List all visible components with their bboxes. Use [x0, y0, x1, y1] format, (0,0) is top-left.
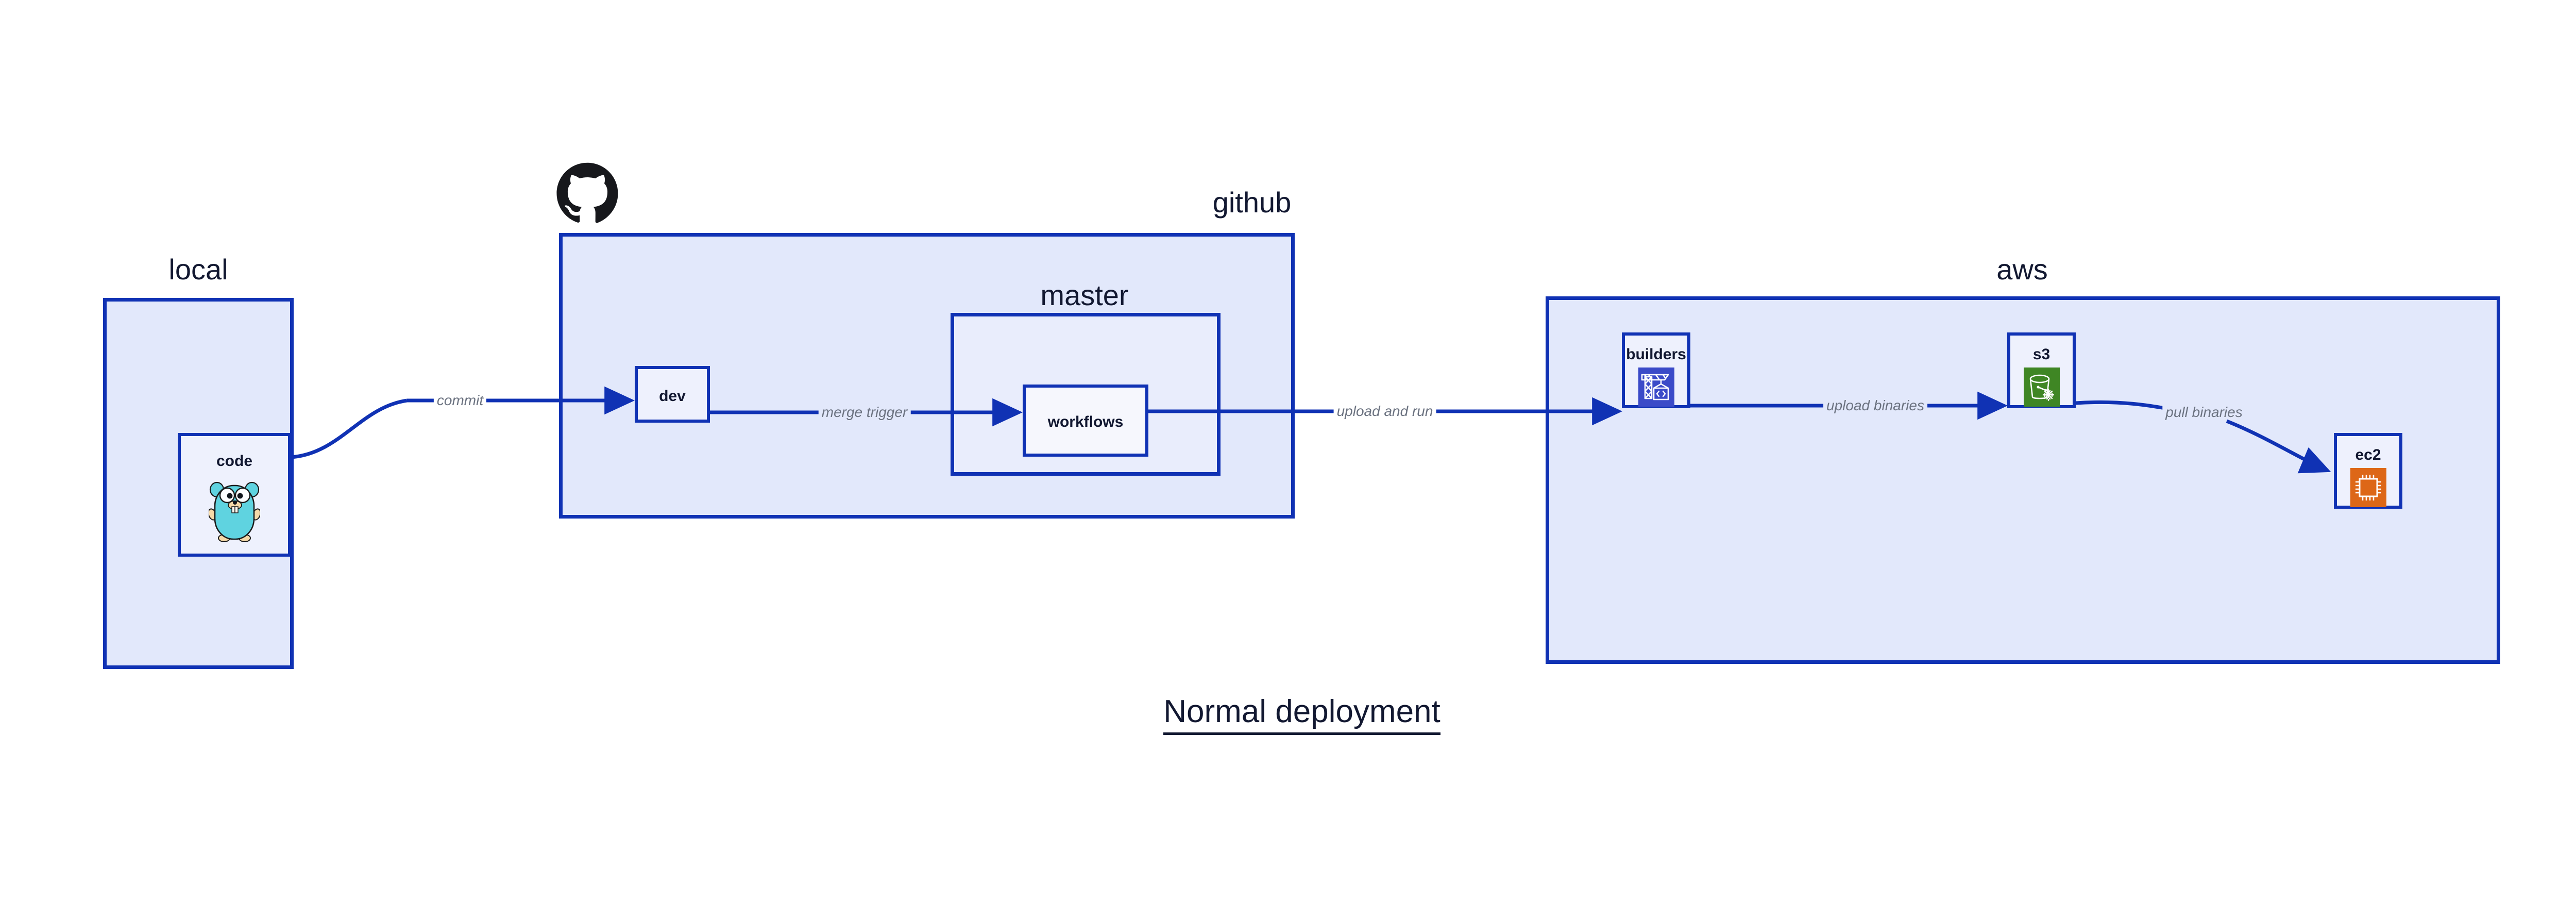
node-builders[interactable]: builders [1622, 332, 1690, 408]
node-label-s3: s3 [2032, 346, 2050, 363]
aws-s3-glacier-icon [2023, 368, 2060, 409]
github-octocat-logo [555, 161, 619, 227]
node-label-dev: dev [659, 388, 686, 405]
group-title-github: github [1212, 186, 1292, 219]
aws-codebuild-icon [1638, 368, 1674, 409]
node-label-builders: builders [1626, 346, 1686, 363]
node-ec2[interactable]: ec2 [2334, 433, 2402, 509]
diagram-title: Normal deployment [0, 694, 2576, 735]
node-label-code: code [216, 453, 253, 470]
edge-label-upload-and-run: upload and run [1333, 404, 1436, 419]
edge-label-pull-binaries: pull binaries [2162, 405, 2246, 420]
aws-ec2-icon [2350, 468, 2386, 510]
group-title-local: local [168, 253, 228, 286]
group-title-aws: aws [1996, 253, 2048, 286]
node-label-ec2: ec2 [2355, 446, 2381, 463]
node-s3[interactable]: s3 [2007, 332, 2076, 408]
diagram-title-text: Normal deployment [1163, 694, 1440, 735]
go-gopher-icon [208, 478, 261, 545]
node-code[interactable]: code [178, 433, 291, 557]
edge-label-merge-trigger: merge trigger [818, 405, 911, 420]
edge-label-commit: commit [433, 393, 487, 408]
node-workflows[interactable]: workflows [1023, 385, 1148, 457]
node-dev[interactable]: dev [635, 366, 710, 423]
node-label-workflows: workflows [1047, 413, 1124, 430]
edge-label-upload-binaries: upload binaries [1823, 398, 1927, 413]
group-title-master: master [1040, 279, 1129, 311]
